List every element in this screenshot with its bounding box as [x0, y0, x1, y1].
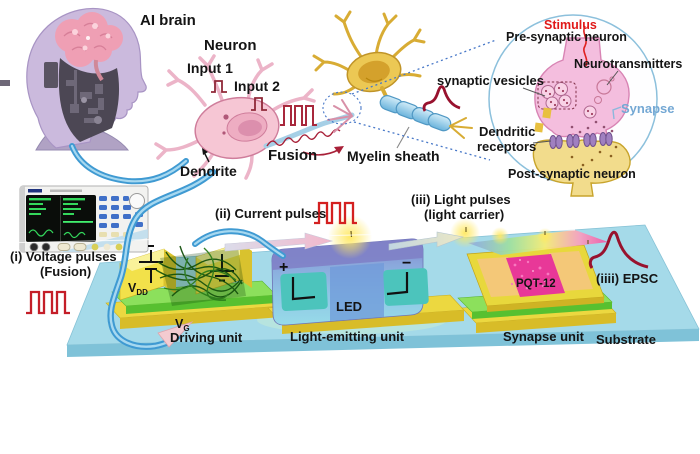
neuron-label: Neuron [204, 37, 257, 54]
pqt12-label: PQT-12 [516, 278, 556, 290]
pink-neuron [154, 54, 355, 180]
synapse-inset [488, 14, 658, 197]
waveform-generator [19, 185, 149, 253]
epsc-spike-icon [588, 230, 649, 269]
driving-unit-label: Driving unit [170, 330, 243, 345]
vdd-symbol: V [128, 281, 137, 295]
input1-label: Input 1 [187, 60, 233, 76]
fusion-pulse-waveform-icon [280, 105, 317, 126]
light-flow-arrow [388, 231, 465, 251]
led-glow [328, 215, 372, 259]
scope-traces [29, 198, 93, 223]
input2-pulse-icon [251, 97, 267, 111]
wire-head-to-neuron [69, 143, 189, 185]
vdd-subscript: DD [136, 288, 148, 297]
scope-output-connectors[interactable] [29, 242, 123, 252]
light-emitting-unit-label: Light-emitting unit [290, 329, 405, 344]
pre-synaptic-label: Pre-synaptic neuron [506, 30, 627, 44]
wire-drive-to-led [192, 228, 286, 259]
pqt12-film [506, 254, 565, 297]
input1-pulse-icon [211, 80, 227, 93]
dendrite-pointer-arrow [202, 148, 208, 155]
yellow-neuron [312, 10, 473, 149]
stimulus-signal [583, 25, 588, 67]
vg-subscript: G [183, 324, 190, 333]
robot-gears [0, 70, 104, 123]
led-emission-zone [330, 263, 384, 321]
released-neurotransmitters [570, 120, 614, 134]
synapse-label: Synapse [621, 101, 675, 116]
synaptic-vesicles-label: synaptic vesicles [437, 73, 544, 88]
gate-input-arrowhead [157, 321, 194, 348]
axon-terminal [327, 99, 353, 133]
neurotransmitters-label: Neurotransmitters [574, 57, 683, 71]
led-label: LED [336, 299, 362, 314]
stimulus-label: Stimulus [544, 18, 597, 32]
led-minus-terminal: − [402, 255, 412, 272]
synaptic-vesicles [537, 76, 615, 119]
light-pulses-label: (iii) Light pulses [411, 192, 511, 207]
brain-illustration [55, 12, 123, 82]
vg-symbol: V [175, 317, 184, 331]
fusion-label: Fusion [268, 147, 318, 164]
anode-pad [280, 272, 328, 311]
dendritic-receptors-label-line2: receptors [477, 139, 537, 154]
current-pulse-waveform-icon [314, 201, 357, 225]
post-synaptic-label: Post-synaptic neuron [508, 167, 636, 181]
fusion-signal-coil [266, 128, 341, 147]
synapse-unit-label: Synapse unit [503, 329, 584, 344]
light-emitting-unit [267, 215, 465, 334]
wire-neuron-to-gate [107, 168, 217, 350]
dendritic-receptors-label-line1: Dendritic [479, 124, 536, 139]
vg-label: VG [175, 317, 190, 333]
synapse-unit [0, 218, 617, 333]
voltage-pulses-sublabel: (Fusion) [40, 264, 92, 279]
voltage-pulses-label: (i) Voltage pulses [10, 249, 117, 264]
dendritic-receptors [549, 132, 613, 149]
current-flow-arrow [224, 232, 334, 252]
cnt-network [155, 245, 246, 306]
light-guide-panel [468, 230, 608, 255]
zoom-guide-lines [322, 39, 497, 161]
dendrite-label: Dendrite [180, 163, 237, 179]
voltage-pulse-waveform-icon [26, 290, 70, 315]
ai-head-illustration [0, 7, 147, 151]
light-pulses-sublabel: (light carrier) [424, 207, 505, 222]
ai-brain-label: AI brain [140, 12, 196, 29]
robot-mechanics [58, 58, 120, 142]
vdd-label: VDD [128, 281, 148, 297]
probe-contact-icon [291, 272, 409, 301]
current-pulses-label: (ii) Current pulses [215, 206, 327, 221]
post-synaptic-neuron-shape [532, 139, 631, 197]
action-potential-spike-icon [422, 85, 461, 112]
brand-logo [28, 189, 42, 193]
led-plus-terminal: + [279, 259, 289, 276]
substrate-label: Substrate [596, 332, 656, 347]
myelin-sheath-label: Myelin sheath [347, 148, 440, 164]
epsc-label: (iiii) EPSC [596, 271, 659, 286]
myelin-sheath-segments [379, 95, 452, 132]
input2-label: Input 2 [234, 78, 280, 94]
